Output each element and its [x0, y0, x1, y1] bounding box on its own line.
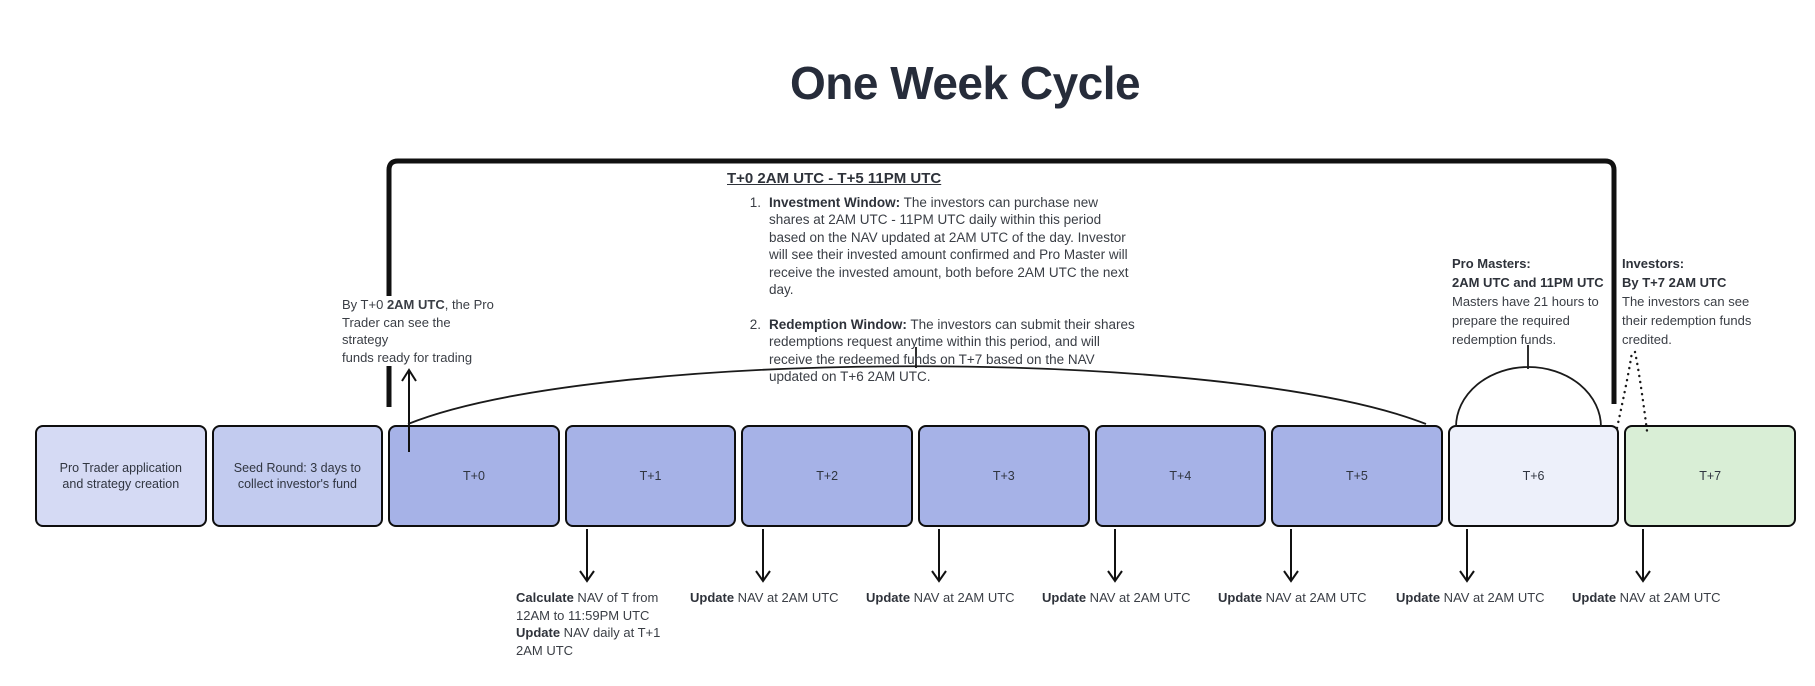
investors-note: Investors: By T+7 2AM UTC The investors … [1622, 254, 1774, 349]
investors-subtitle: By T+7 2AM UTC [1622, 275, 1727, 290]
nav-arrow-6 [1459, 529, 1475, 583]
list-number: 1. [749, 194, 761, 210]
investors-body: The investors can see their redemption f… [1622, 294, 1752, 347]
nav-note-update-4: Update NAV at 2AM UTC [1218, 589, 1367, 607]
timeline-box-t6: T+6 [1447, 425, 1620, 527]
nav-note-update-3: Update NAV at 2AM UTC [1042, 589, 1191, 607]
window-note-heading: T+0 2AM UTC - T+5 11PM UTC [727, 170, 942, 187]
pro-masters-body: Masters have 21 hours to prepare the req… [1452, 294, 1599, 347]
nav-arrow-2 [755, 529, 771, 583]
redemption-window-text: Redemption Window: The investors can sub… [769, 316, 1139, 386]
investment-window-item: 1. Investment Window: The investors can … [727, 194, 1139, 299]
investment-window-label: Investment Window: [769, 194, 901, 210]
pro-masters-note: Pro Masters: 2AM UTC and 11PM UTC Master… [1452, 254, 1622, 349]
box-label: T+7 [1699, 469, 1722, 483]
pro-masters-arc [1455, 366, 1602, 428]
page-title: One Week Cycle [790, 57, 1141, 109]
trader-note-time: 2AM UTC [386, 297, 445, 312]
nav-note-line: 2AM UTC [516, 642, 574, 658]
nav-note-text: NAV of T from [573, 590, 659, 605]
timeline-box-t2: T+2 [741, 425, 913, 527]
nav-note-update-1: Update NAV at 2AM UTC [690, 589, 839, 607]
list-number: 2. [749, 316, 761, 332]
timeline-box-t7: T+7 [1624, 425, 1796, 527]
nav-note-line: 12AM to 11:59PM UTC [516, 607, 650, 623]
nav-note-text: NAV at 2AM UTC [734, 590, 839, 605]
timeline-box-t4: T+4 [1094, 425, 1267, 527]
trader-note-line2: Trader can see the strategy [342, 314, 451, 348]
nav-note-bold: Update [1396, 590, 1441, 605]
timeline-box-t5: T+5 [1271, 425, 1443, 527]
investors-title: Investors: [1622, 256, 1685, 271]
nav-note-text: NAV at 2AM UTC [910, 590, 1015, 605]
nav-arrow-4 [1107, 529, 1123, 583]
nav-note-update-2: Update NAV at 2AM UTC [866, 589, 1015, 607]
trader-note-line3: funds ready for trading [342, 349, 473, 365]
box-label: T+4 [1169, 469, 1192, 483]
investment-window-text: Investment Window: The investors can pur… [769, 194, 1139, 299]
nav-note-update-5: Update NAV at 2AM UTC [1396, 589, 1545, 607]
nav-note-bold: Update [690, 590, 735, 605]
nav-arrow-1 [579, 529, 595, 583]
box-label: Pro Trader application and strategy crea… [59, 461, 182, 491]
timeline-box-pro-trader: Pro Trader application and strategy crea… [35, 425, 207, 527]
window-note: T+0 2AM UTC - T+5 11PM UTC 1. Investment… [727, 170, 1139, 386]
box-label: Seed Round: 3 days to collect investor's… [233, 461, 361, 491]
nav-note-line: Calculate NAV of T from [516, 589, 660, 607]
nav-note-bold: Update [1572, 590, 1617, 605]
nav-note-text: NAV daily at T+1 [560, 625, 661, 640]
timeline-row: Pro Trader application and strategy crea… [35, 425, 1796, 527]
nav-note-update-6: Update NAV at 2AM UTC [1572, 589, 1721, 607]
nav-note-text: NAV at 2AM UTC [1440, 590, 1545, 605]
box-label: T+1 [639, 469, 662, 483]
redemption-window-item: 2. Redemption Window: The investors can … [727, 316, 1139, 386]
nav-note-calculate: Calculate NAV of T from 12AM to 11:59PM … [516, 589, 660, 659]
nav-arrow-7 [1635, 529, 1651, 583]
trader-note: By T+0 2AM UTC, the Pro Trader can see t… [342, 296, 500, 366]
timeline-box-t0: T+0 [388, 425, 560, 527]
pro-masters-subtitle: 2AM UTC and 11PM UTC [1452, 275, 1604, 290]
nav-note-text: NAV at 2AM UTC [1616, 590, 1721, 605]
nav-note-line: Update NAV daily at T+1 [516, 624, 660, 642]
nav-note-bold: Update [1042, 590, 1087, 605]
trader-note-post: , the Pro [444, 297, 494, 312]
trader-note-pre: By T+0 [342, 297, 387, 312]
timeline-box-t1: T+1 [564, 425, 737, 527]
nav-note-bold: Calculate [516, 590, 574, 605]
nav-arrow-5 [1283, 529, 1299, 583]
box-label: T+2 [816, 469, 839, 483]
timeline-box-t3: T+3 [917, 425, 1090, 527]
investors-dotted-arc [1615, 350, 1649, 433]
box-label: T+3 [992, 469, 1015, 483]
nav-note-text: NAV at 2AM UTC [1086, 590, 1191, 605]
nav-note-bold: Update [516, 625, 561, 640]
redemption-window-label: Redemption Window: [769, 316, 907, 332]
box-label: T+5 [1346, 469, 1368, 483]
nav-arrow-3 [931, 529, 947, 583]
pro-masters-title: Pro Masters: [1452, 256, 1531, 271]
trader-note-line1: By T+0 2AM UTC, the Pro [342, 296, 500, 314]
box-label: T+6 [1522, 469, 1545, 483]
nav-note-text: NAV at 2AM UTC [1262, 590, 1367, 605]
timeline-box-seed-round: Seed Round: 3 days to collect investor's… [211, 425, 384, 527]
nav-note-bold: Update [866, 590, 911, 605]
nav-update-arrows [579, 529, 1651, 583]
box-label: T+0 [463, 469, 485, 483]
nav-note-bold: Update [1218, 590, 1263, 605]
